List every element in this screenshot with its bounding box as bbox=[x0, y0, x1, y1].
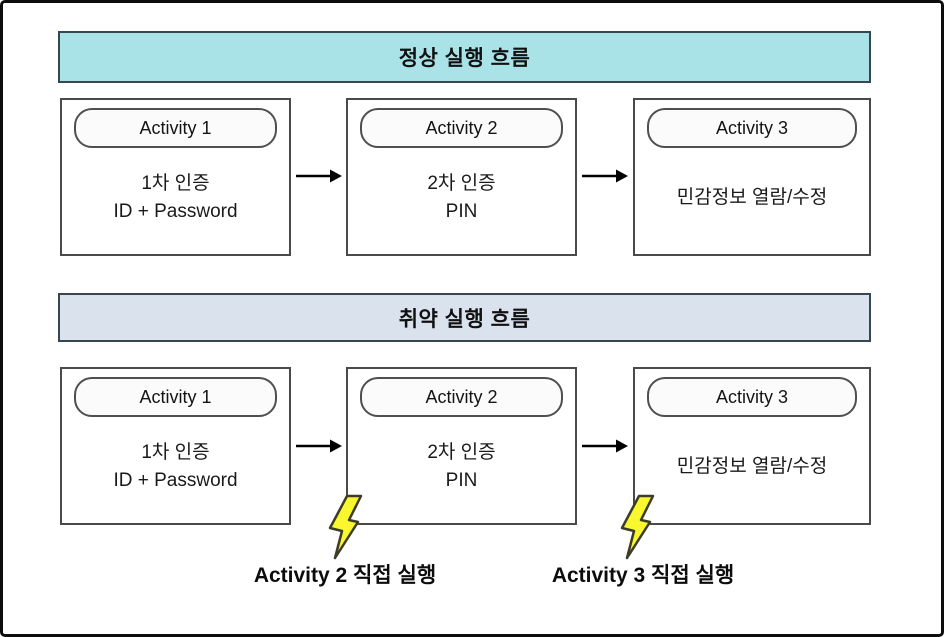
normal-flow-header: 정상 실행 흐름 bbox=[58, 31, 871, 83]
normal-activity-1-label: Activity 1 bbox=[139, 117, 212, 138]
vulnerable-activity-2-label: Activity 2 bbox=[425, 386, 498, 407]
attack-label-text: Activity 3 직접 실행 bbox=[551, 564, 735, 587]
vulnerable-activity-3-label: Activity 3 bbox=[715, 386, 789, 407]
content-line: PIN bbox=[445, 470, 478, 491]
normal-activity-3-content: 민감정보 열람/수정 bbox=[635, 148, 869, 254]
attack-label-activity-2: Activity 2 직접 실행 bbox=[185, 559, 505, 589]
arrow-right-icon bbox=[582, 169, 628, 183]
content-line: 1차 인증 bbox=[141, 173, 210, 195]
vulnerable-activity-3-content: 민감정보 열람/수정 bbox=[635, 417, 869, 523]
normal-activity-2-pill: Activity 2 bbox=[360, 108, 563, 148]
vulnerable-activity-1-label: Activity 1 bbox=[139, 386, 212, 407]
normal-activity-1-content: 1차 인증 ID + Password bbox=[62, 148, 289, 254]
content-line: ID + Password bbox=[113, 201, 238, 222]
vulnerable-activity-1-box: Activity 1 1차 인증 ID + Password bbox=[60, 367, 291, 525]
normal-flow-title: 정상 실행 흐름 bbox=[398, 47, 531, 70]
normal-activity-2-content: 2차 인증 PIN bbox=[348, 148, 575, 254]
normal-activity-3-pill: Activity 3 bbox=[647, 108, 857, 148]
vulnerable-activity-2-content: 2차 인증 PIN bbox=[348, 417, 575, 523]
arrow-right-icon bbox=[582, 439, 628, 453]
normal-activity-2-box: Activity 2 2차 인증 PIN bbox=[346, 98, 577, 256]
arrow-right-icon bbox=[296, 169, 342, 183]
vulnerable-activity-1-pill: Activity 1 bbox=[74, 377, 277, 417]
vulnerable-activity-2-pill: Activity 2 bbox=[360, 377, 563, 417]
vulnerable-activity-1-content: 1차 인증 ID + Password bbox=[62, 417, 289, 523]
attack-label-text: Activity 2 직접 실행 bbox=[253, 564, 437, 587]
vulnerable-activity-3-pill: Activity 3 bbox=[647, 377, 857, 417]
normal-activity-3-box: Activity 3 민감정보 열람/수정 bbox=[633, 98, 871, 256]
attack-label-activity-3: Activity 3 직접 실행 bbox=[483, 559, 803, 589]
lightning-bolt-icon bbox=[328, 494, 363, 560]
vulnerable-activity-3-box: Activity 3 민감정보 열람/수정 bbox=[633, 367, 871, 525]
vulnerable-activity-2-box: Activity 2 2차 인증 PIN bbox=[346, 367, 577, 525]
content-line: 민감정보 열람/수정 bbox=[676, 187, 828, 209]
normal-activity-3-label: Activity 3 bbox=[715, 117, 789, 138]
content-line: 민감정보 열람/수정 bbox=[676, 456, 828, 478]
arrow-right-icon bbox=[296, 439, 342, 453]
content-line: ID + Password bbox=[113, 470, 238, 491]
content-line: 2차 인증 bbox=[427, 173, 496, 195]
vulnerable-flow-header: 취약 실행 흐름 bbox=[58, 293, 871, 342]
lightning-bolt-icon bbox=[620, 494, 655, 560]
normal-activity-1-box: Activity 1 1차 인증 ID + Password bbox=[60, 98, 291, 256]
content-line: PIN bbox=[445, 201, 478, 222]
content-line: 2차 인증 bbox=[427, 442, 496, 464]
normal-activity-2-label: Activity 2 bbox=[425, 117, 498, 138]
content-line: 1차 인증 bbox=[141, 442, 210, 464]
vulnerable-flow-title: 취약 실행 흐름 bbox=[398, 307, 531, 331]
normal-activity-1-pill: Activity 1 bbox=[74, 108, 277, 148]
